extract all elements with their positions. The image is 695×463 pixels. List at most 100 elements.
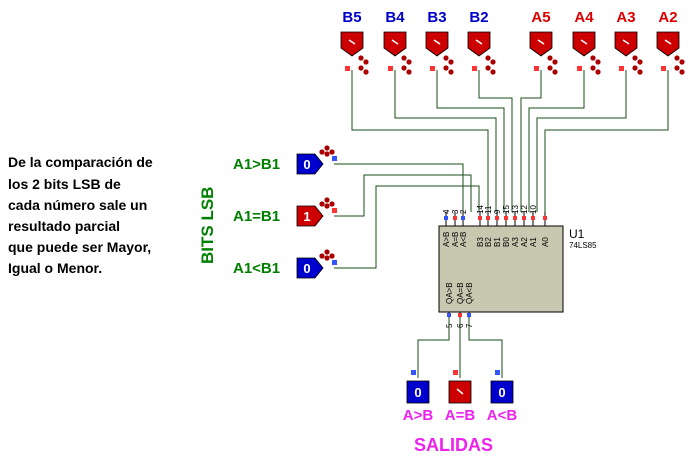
input-label: B3 <box>427 9 446 26</box>
logic-state-input[interactable] <box>656 31 680 57</box>
pin-state-icon <box>495 370 500 375</box>
comparator-chip[interactable]: U1 74LS85 4A>B3A=B2A<B14B311B29B115B013A… <box>438 205 597 328</box>
pin-label: A3 <box>511 237 520 247</box>
logic-state-input[interactable] <box>614 31 638 57</box>
connector-dot-icon <box>406 69 412 75</box>
connector-dot-icon <box>324 197 330 203</box>
pin-label: QA>B <box>445 282 454 304</box>
wires <box>334 70 669 378</box>
pin-label: A<B <box>459 232 468 247</box>
logic-state-input[interactable] <box>529 31 553 57</box>
pin-state-icon <box>543 216 547 220</box>
connector-dot-icon <box>319 149 325 155</box>
connector-dot-icon <box>590 55 596 61</box>
toggle-icon <box>622 39 630 45</box>
connector-dot-icon <box>324 249 330 255</box>
toggle-icon <box>348 39 356 45</box>
connector-dot-icon <box>547 65 553 71</box>
pin-number: 11 <box>484 205 493 214</box>
connector-dot-icon <box>637 59 643 65</box>
description-line: cada número sale un <box>8 197 147 213</box>
connector-dot-icon <box>674 65 680 71</box>
input-a4[interactable]: A4 <box>572 9 601 75</box>
toggle-icon <box>537 39 545 45</box>
pin-number: 14 <box>476 205 485 214</box>
chip-type: 74LS85 <box>569 241 597 250</box>
input-b3[interactable]: B3 <box>425 9 454 75</box>
bits-lsb-label: BITS LSB <box>198 187 217 264</box>
connector-dot-icon <box>319 201 325 207</box>
pin-label: QA=B <box>456 282 465 304</box>
outputs-title: SALIDAS <box>414 435 493 455</box>
chip-pin-ab: 4A>B <box>442 209 451 247</box>
output-probe: 0A>B <box>403 370 433 424</box>
logic-probe <box>406 380 430 404</box>
pin-state-icon <box>332 156 337 161</box>
logic-state-input[interactable] <box>296 257 324 279</box>
toggle-icon <box>580 39 588 45</box>
logic-state-input[interactable] <box>296 153 324 175</box>
output-label: A<B <box>487 407 518 424</box>
connector-dot-icon <box>552 59 558 65</box>
connector-dot-icon <box>324 151 330 157</box>
input-a2[interactable]: A2 <box>656 9 685 75</box>
connector-dot-icon <box>324 203 330 209</box>
logic-state-input[interactable] <box>467 31 491 57</box>
connector-dot-icon <box>674 55 680 61</box>
pin-state-icon <box>472 66 477 71</box>
logic-state-input[interactable] <box>383 31 407 57</box>
chip-output-pin: QA=B6 <box>456 282 465 328</box>
pin-state-icon <box>345 66 350 71</box>
chip-pin-ab: 3A=B <box>451 209 460 247</box>
pin-label: A1 <box>529 237 538 247</box>
pin-label: B0 <box>502 237 511 247</box>
connector-dot-icon <box>490 69 496 75</box>
input-a5[interactable]: A5 <box>529 9 558 75</box>
logic-state-input[interactable] <box>425 31 449 57</box>
input-label: B5 <box>342 9 361 26</box>
input-a3[interactable]: A3 <box>614 9 643 75</box>
connector-dot-icon <box>363 69 369 75</box>
input-b2[interactable]: B2 <box>467 9 496 75</box>
connector-dot-icon <box>401 65 407 71</box>
chip-name: U1 <box>569 227 585 241</box>
logic-state-input[interactable] <box>572 31 596 57</box>
pin-state-icon <box>447 313 451 317</box>
pin-number: 13 <box>511 205 520 214</box>
description-line: De la comparación de <box>8 154 153 170</box>
connector-dot-icon <box>443 55 449 61</box>
pin-state-icon <box>577 66 582 71</box>
logic-probe <box>490 380 514 404</box>
connector-dot-icon <box>552 69 558 75</box>
connector-dot-icon <box>329 149 335 155</box>
high-state-icon <box>456 388 464 395</box>
connector-dot-icon <box>679 59 685 65</box>
description-line: los 2 bits LSB de <box>8 176 121 192</box>
pin-number: 2 <box>459 209 468 214</box>
pin-state-icon <box>453 370 458 375</box>
toggle-icon <box>433 39 441 45</box>
chip-body[interactable] <box>438 225 564 313</box>
logic-value: 0 <box>303 261 310 276</box>
logic-state-input[interactable] <box>296 205 324 227</box>
input-label: A5 <box>531 9 550 26</box>
logic-value: 0 <box>498 385 505 400</box>
chip-output-pin: QA>B5 <box>445 282 454 328</box>
logic-state-input[interactable] <box>340 31 364 57</box>
input-b5[interactable]: B5 <box>340 9 369 75</box>
pin-number: 3 <box>451 209 460 214</box>
pin-state-icon <box>531 216 535 220</box>
input-b4[interactable]: B4 <box>383 9 412 75</box>
connector-dot-icon <box>406 59 412 65</box>
chip-pin-b1: 9B1 <box>493 209 502 247</box>
connector-dot-icon <box>632 65 638 71</box>
